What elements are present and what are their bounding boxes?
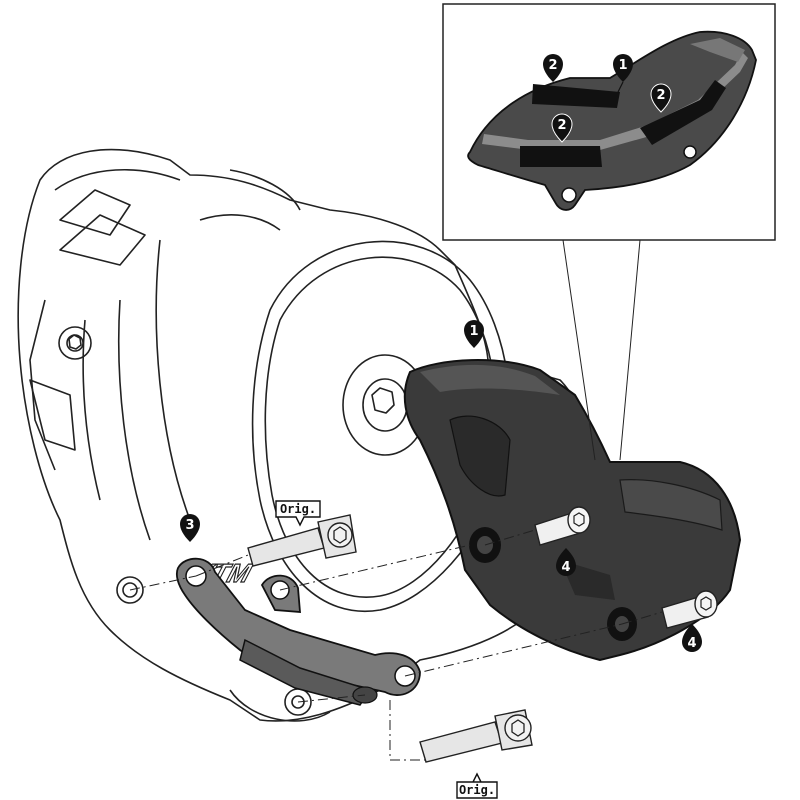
svg-text:2: 2: [548, 58, 557, 73]
svg-text:1: 1: [469, 324, 478, 339]
callout-1-main: 1: [464, 320, 484, 348]
screw-lower: [661, 590, 718, 629]
mounting-bracket: [175, 557, 421, 706]
svg-text:3: 3: [185, 518, 194, 533]
svg-text:4: 4: [687, 636, 696, 651]
screw-upper: [534, 506, 591, 546]
callout-2-inset-top: 2: [543, 54, 563, 82]
callout-4-upper: 4: [556, 548, 576, 576]
callout-1-inset: 1: [613, 54, 633, 82]
callout-2-inset-center: 2: [551, 113, 573, 143]
callout-4-lower: 4: [682, 624, 702, 652]
orig-label-lower: Orig.: [456, 772, 498, 799]
original-screw-upper: [247, 514, 357, 567]
assembly-lines: [129, 529, 663, 761]
svg-text:Orig.: Orig.: [280, 502, 316, 516]
original-screw-lower: [419, 709, 533, 763]
callout-2-inset-right: 2: [650, 83, 672, 113]
svg-text:2: 2: [656, 88, 665, 103]
svg-text:2: 2: [557, 118, 566, 133]
svg-text:1: 1: [618, 58, 627, 73]
svg-text:Orig.: Orig.: [459, 783, 495, 797]
orig-label-upper: Orig.: [275, 500, 321, 527]
callout-3: 3: [180, 514, 200, 542]
detail-inset: [442, 3, 776, 461]
svg-text:4: 4: [561, 560, 570, 575]
